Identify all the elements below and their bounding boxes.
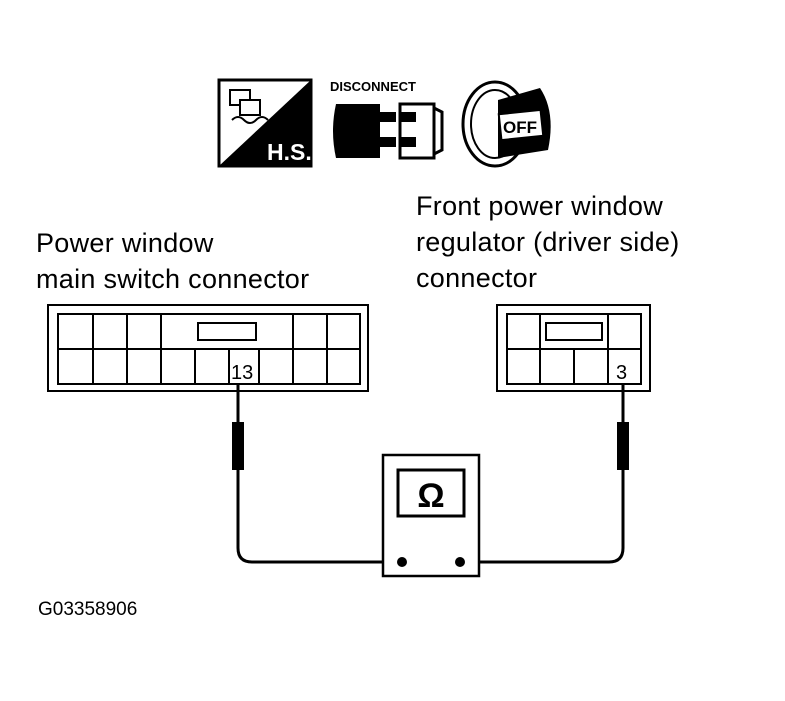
probe-jack-left [397, 557, 407, 567]
left-probe-lead [232, 384, 400, 564]
right-title-line-2: regulator (driver side) [416, 227, 680, 257]
hs-label: H.S. [267, 139, 312, 165]
right-title-line-1: Front power window [416, 191, 664, 221]
left-title-line-1: Power window [36, 228, 214, 258]
right-probe-lead [462, 384, 629, 564]
ohmmeter: Ω [381, 453, 481, 578]
left-connector: 13 [47, 304, 369, 392]
terminal-3-label: 3 [616, 362, 627, 384]
left-connector-title: Power window main switch connector [36, 225, 309, 297]
left-title-line-2: main switch connector [36, 264, 310, 294]
ignition-off-icon: OFF [461, 80, 551, 168]
hs-harness-icon: H.S. [217, 78, 313, 168]
figure-reference: G03358906 [38, 599, 138, 620]
right-connector: 3 [496, 304, 651, 392]
probe-jack-right [455, 557, 465, 567]
right-title-line-3: connector [416, 263, 538, 293]
ignition-off-label: OFF [503, 118, 537, 137]
ohm-symbol: Ω [417, 477, 444, 515]
disconnect-icon: DISCONNECT [330, 79, 444, 160]
right-connector-title: Front power window regulator (driver sid… [416, 188, 680, 296]
terminal-13-label: 13 [231, 362, 253, 384]
disconnect-label: DISCONNECT [330, 79, 416, 94]
